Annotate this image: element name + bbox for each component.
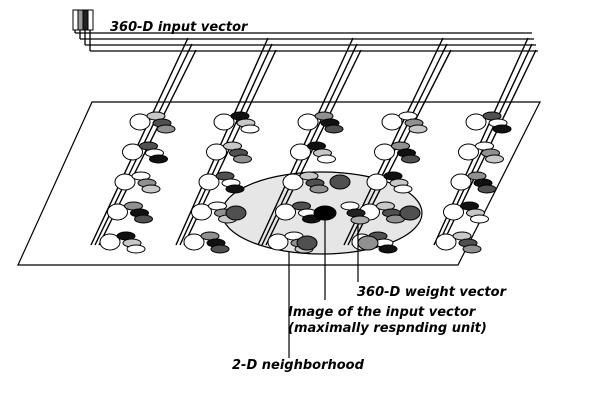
neighborhood-node-1 — [225, 205, 247, 221]
weight-vector-label: 360-D weight vector — [357, 285, 506, 300]
unit-4-0-main — [99, 233, 121, 251]
unit-0-4-main — [465, 113, 487, 131]
column-wire-2-0 — [257, 37, 354, 246]
input-vector-bar-4 — [87, 9, 94, 31]
unit-3-1-main — [191, 203, 212, 221]
neighborhood-node-0 — [329, 174, 351, 190]
unit-1-1-w3 — [233, 154, 252, 164]
unit-3-0-w3 — [134, 214, 153, 224]
unit-1-2-main — [290, 143, 311, 161]
unit-1-3-main — [374, 143, 395, 161]
unit-2-0-w3 — [141, 184, 161, 194]
unit-3-0-main — [107, 203, 128, 221]
input-vector-bar-2 — [77, 9, 84, 31]
unit-3-4-w3 — [470, 214, 489, 224]
unit-0-2-main — [297, 113, 319, 131]
unit-3-2-main — [275, 203, 296, 221]
image-label-line1: Image of the input vector — [288, 305, 476, 320]
unit-2-4-main — [450, 173, 472, 191]
unit-2-1-w3 — [225, 184, 245, 194]
unit-0-1-w3 — [240, 124, 260, 134]
unit-1-4-main — [458, 143, 479, 161]
neighborhood-label: 2-D neighborhood — [232, 358, 364, 373]
unit-4-1-w3 — [210, 244, 230, 254]
unit-4-2-main — [267, 233, 289, 251]
neighborhood-node-4 — [357, 235, 379, 251]
winner-unit — [313, 205, 337, 221]
unit-2-2-w3 — [309, 184, 329, 194]
unit-1-1-main — [206, 143, 227, 161]
unit-4-4-main — [435, 233, 457, 251]
unit-4-1-main — [183, 233, 205, 251]
unit-0-2-w3 — [324, 124, 344, 134]
unit-0-3-main — [381, 113, 403, 131]
input-vector-bar-3 — [82, 9, 89, 31]
neighborhood-node-3 — [296, 235, 318, 251]
unit-1-0-main — [122, 143, 143, 161]
unit-2-1-main — [198, 173, 220, 191]
unit-0-0-w3 — [156, 124, 176, 134]
image-label-line2: (maximally respnding unit) — [288, 321, 487, 336]
unit-4-3-w3 — [378, 244, 398, 254]
unit-1-2-w3 — [317, 154, 336, 164]
neighborhood-node-2 — [399, 205, 421, 221]
unit-2-2-main — [282, 173, 304, 191]
input-vector-label: 360-D input vector — [110, 20, 248, 35]
input-vector-bar-1 — [72, 9, 79, 31]
unit-0-4-w3 — [492, 124, 512, 134]
unit-0-1-main — [213, 113, 235, 131]
unit-2-4-w3 — [477, 184, 497, 194]
winner-weight-3 — [350, 215, 370, 225]
unit-1-3-w3 — [401, 154, 420, 164]
unit-0-0-main — [129, 113, 151, 131]
unit-0-3-w3 — [408, 124, 428, 134]
unit-2-3-main — [366, 173, 388, 191]
unit-2-3-w3 — [393, 184, 413, 194]
unit-4-4-w3 — [462, 244, 482, 254]
unit-1-0-w3 — [149, 154, 168, 164]
unit-4-0-w3 — [126, 244, 146, 254]
unit-2-0-main — [114, 173, 136, 191]
unit-3-4-main — [443, 203, 464, 221]
unit-1-4-w3 — [485, 154, 504, 164]
